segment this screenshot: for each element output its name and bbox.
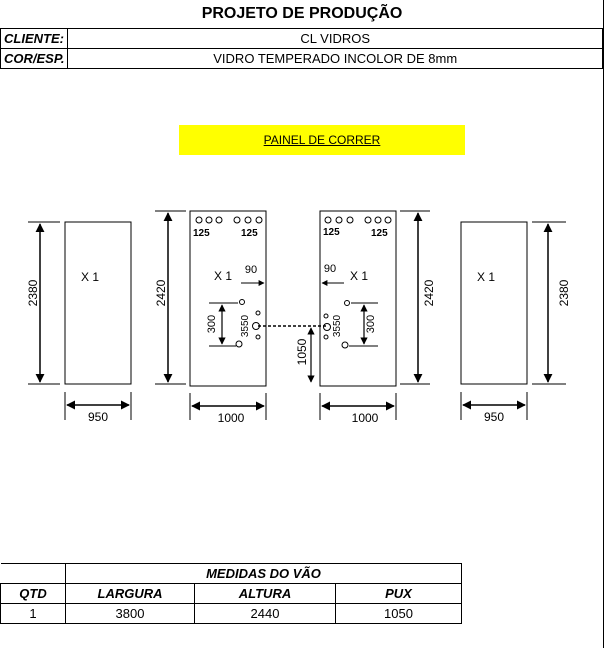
color-label: COR/ESP.: [0, 48, 69, 69]
color-value: VIDRO TEMPERADO INCOLOR DE 8mm: [67, 48, 603, 69]
width-label: 1000: [352, 411, 379, 425]
glass-panel: [319, 210, 397, 387]
qty-label: X 1: [214, 269, 232, 283]
glass-panel: [64, 221, 132, 385]
qty-label: X 1: [350, 269, 368, 283]
hole-offset-label: 125: [193, 228, 210, 239]
panel-banner: PAINEL DE CORRER: [179, 125, 465, 155]
medidas-title: MEDIDAS DO VÃO: [65, 563, 462, 584]
sliding-panel-right: 2420 125 125 X 1 90 300 3550 1000: [319, 210, 436, 425]
height-label: 2380: [26, 279, 40, 306]
spacing-label: 300: [206, 315, 218, 333]
page-title: PROJETO DE PRODUÇÃO: [201, 5, 403, 22]
client-label: CLIENTE:: [0, 28, 69, 49]
fixed-panel-right: 2380 X 1 950: [460, 221, 571, 424]
small-dim-label: 3550: [332, 314, 343, 337]
qty-label: X 1: [81, 270, 99, 284]
glass-panel: [189, 210, 267, 387]
technical-drawing: 2380 X 1 950 2420 125 125 X 1 90 300: [26, 210, 571, 425]
cell-pux: 1050: [335, 603, 462, 624]
width-label: 1000: [218, 411, 245, 425]
height-label: 2420: [154, 279, 168, 306]
hole-offset-label: 125: [323, 227, 340, 238]
spacing-label: 300: [365, 315, 377, 333]
cell-qtd: 1: [0, 603, 66, 624]
header-qtd: QTD: [0, 583, 66, 604]
width-label: 950: [88, 410, 108, 424]
handle-height-label: 1050: [295, 338, 309, 365]
sliding-panel-left: 2420 125 125 X 1 90 300 3550 1000: [154, 210, 267, 425]
cell-altura: 2440: [194, 603, 336, 624]
height-label: 2380: [557, 279, 571, 306]
header-altura: ALTURA: [194, 583, 336, 604]
height-label: 2420: [422, 279, 436, 306]
width-label: 950: [484, 410, 504, 424]
header-pux: PUX: [335, 583, 462, 604]
glass-panel: [460, 221, 528, 385]
offset-label: 90: [324, 263, 336, 275]
cell-largura: 3800: [65, 603, 195, 624]
handle-connector: 1050: [258, 325, 326, 383]
hole-offset-label: 125: [241, 228, 258, 239]
client-value: CL VIDROS: [67, 28, 603, 49]
header-table: CLIENTE: CL VIDROS COR/ESP. VIDRO TEMPER…: [0, 28, 603, 69]
qty-label: X 1: [477, 270, 495, 284]
header-largura: LARGURA: [65, 583, 195, 604]
medidas-table: MEDIDAS DO VÃO QTD LARGURA ALTURA PUX 1 …: [0, 563, 462, 624]
table-row: 1 3800 2440 1050: [0, 603, 462, 624]
offset-label: 90: [245, 264, 257, 276]
fixed-panel-left: 2380 X 1 950: [26, 221, 132, 424]
hole-offset-label: 125: [371, 228, 388, 239]
small-dim-label: 3550: [240, 314, 251, 337]
